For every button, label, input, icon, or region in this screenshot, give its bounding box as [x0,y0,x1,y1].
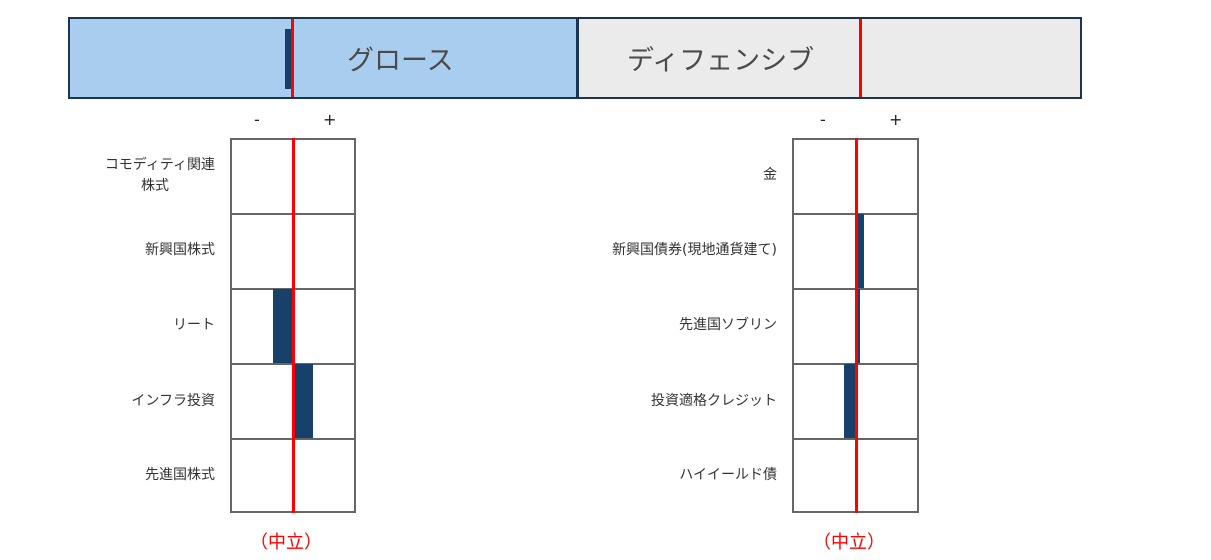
right-row-label-1: 新興国債券(現地通貨建て) [612,242,777,258]
left-minus-label: - [254,110,260,129]
right-row-label-4: ハイイールド債 [679,467,777,483]
growth-position-marker [285,29,291,89]
left-plus-label: + [323,110,337,129]
growth-segment: グロース [70,19,576,97]
growth-defensive-bar: グロース ディフェンシブ [68,17,1082,99]
bar-reit [273,289,293,363]
left-neutral-line [292,138,295,513]
right-grid [792,138,919,513]
bar-ig-credit [844,364,855,438]
growth-label: グロース [347,45,454,77]
right-row-label-2: 先進国ソブリン [679,317,777,333]
left-grid [230,138,356,513]
defensive-neutral-line [859,19,862,97]
segment-divider [576,19,579,97]
right-row-label-0: 金 [763,167,777,183]
right-plus-label: + [889,110,903,129]
left-row-label-4: 先進国株式 [145,467,215,483]
left-row-label-2: リート [173,317,215,333]
defensive-label: ディフェンシブ [627,45,815,77]
label-line: 株式 [141,178,169,194]
bar-infrastructure [295,364,313,438]
left-row-label-1: 新興国株式 [145,242,215,258]
bar-dm-sovereign [856,289,860,363]
growth-neutral-line [291,19,294,97]
left-neutral-label: （中立） [250,532,322,553]
label-line: コモディティ関連 [104,157,215,173]
right-row-label-3: 投資適格クレジット [651,393,777,409]
bar-em-local-bonds [856,214,864,288]
left-row-label-3: インフラ投資 [131,393,215,409]
left-row-label-0: コモディティ関連 株式 [105,155,215,197]
defensive-segment: ディフェンシブ [579,19,1080,97]
right-neutral-label: （中立） [813,532,885,553]
right-neutral-line [855,138,858,513]
right-minus-label: - [820,110,826,129]
